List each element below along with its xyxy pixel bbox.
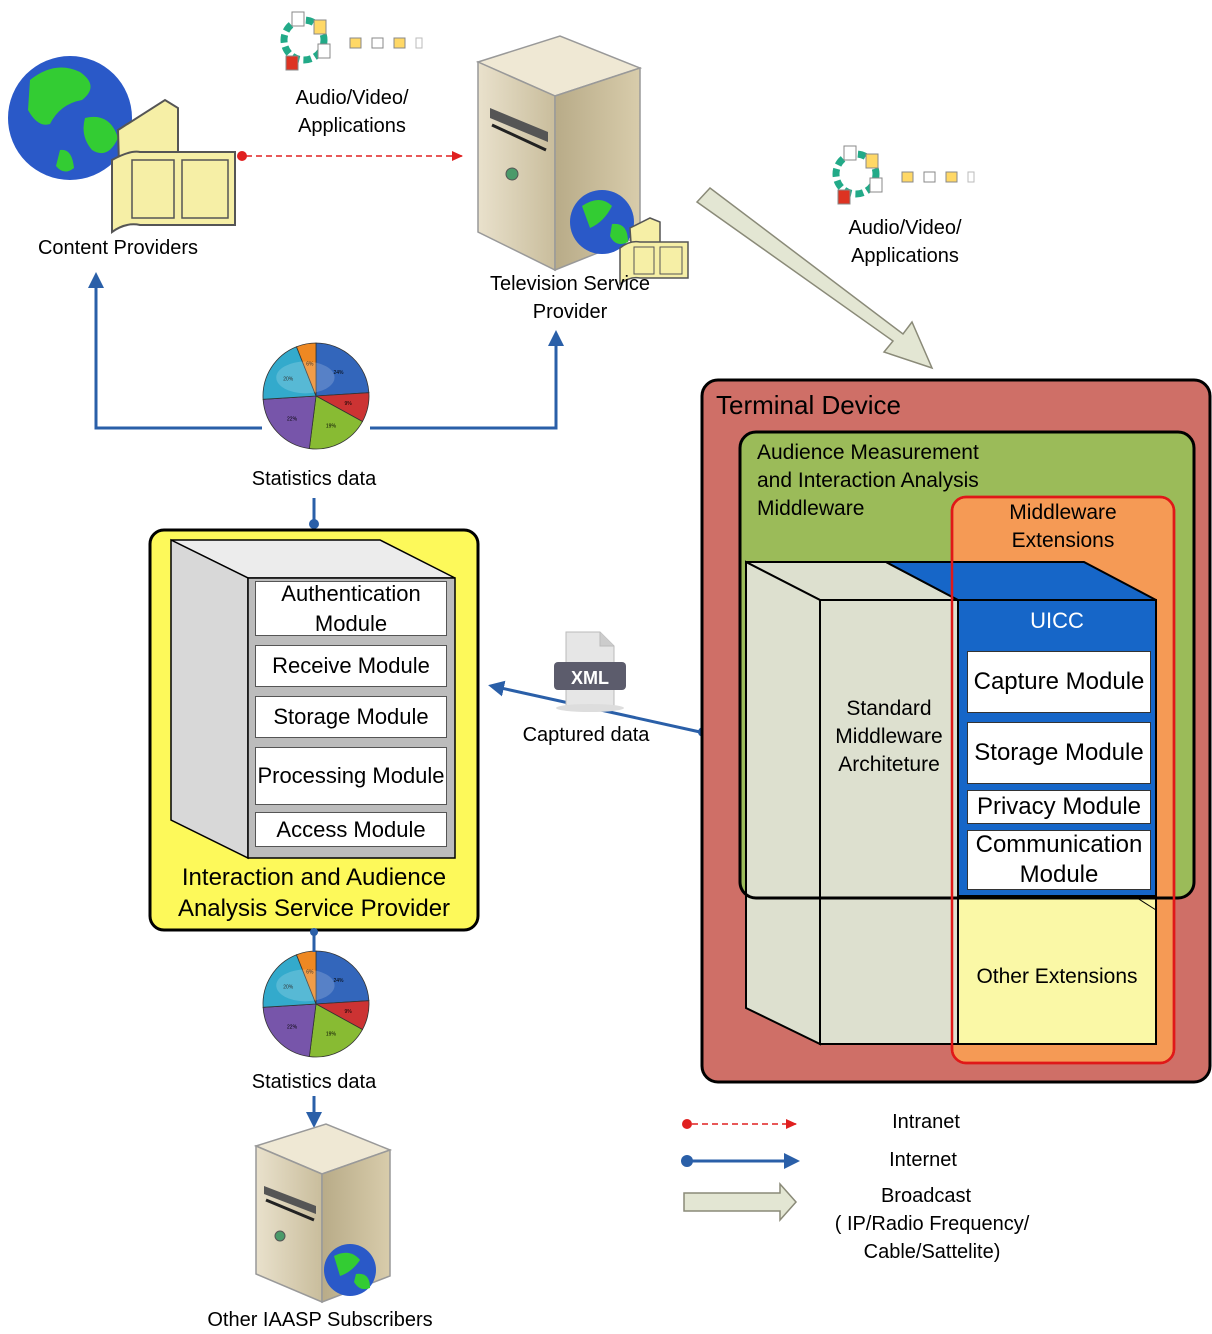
processing-module: Processing Module [255, 747, 447, 805]
stats-bottom-label: Statistics data [251, 1071, 377, 1093]
media-gear-icon-top [280, 11, 423, 71]
pie-slice [315, 950, 370, 1005]
middleware-extensions-outline [950, 495, 1176, 1065]
pie-slice-label: 6% [306, 362, 314, 368]
pie-slice [315, 342, 370, 397]
capture-module: Capture Module [967, 651, 1151, 713]
pie-slice-label: 20% [283, 376, 294, 382]
pie-slice [262, 346, 317, 400]
access-module: Access Module [255, 812, 447, 847]
pie-highlight [276, 361, 335, 394]
legend-broadcast-note: ( IP/Radio Frequency/ Cable/Sattelite) [834, 1213, 1030, 1263]
captured-data-label: Captured data [522, 724, 650, 746]
pie-slice [308, 1003, 363, 1058]
pie-slice [262, 1003, 317, 1058]
xml-label: XML [571, 668, 609, 688]
statistics-pie-top: 24% 9% 19% 22% 20% 6% [262, 342, 370, 450]
communication-module: Communication Module [967, 830, 1151, 890]
statistics-pie-bottom: 24% 9% 19% 22% 20% 6% [262, 950, 370, 1058]
privacy-module: Privacy Module [967, 790, 1151, 824]
pie-slice-label: 22% [287, 1024, 298, 1030]
legend-broadcast-arrow [683, 1182, 798, 1222]
standard-middleware-label: Standard Middleware Architeture [835, 697, 943, 776]
pie-slice [295, 950, 317, 1005]
storage-module-uicc: Storage Module [967, 722, 1151, 784]
audience-middleware-outline [738, 430, 1196, 900]
audience-middleware-label: Audience Measurement and Interaction Ana… [757, 441, 979, 520]
pie-slice-label: 24% [333, 978, 344, 984]
pie-slice [262, 395, 317, 450]
pie-slice-label: 22% [287, 416, 298, 422]
av-apps-right-label: Audio/Video/ Applications [848, 217, 962, 267]
content-providers-label: Content Providers [37, 237, 199, 259]
standard-middleware-block [745, 560, 959, 1046]
pie-slice-label: 6% [306, 970, 314, 976]
av-apps-top-label: Audio/Video/ Applications [295, 87, 409, 137]
pie-slice [295, 342, 317, 397]
internet-dot-iaasp [310, 928, 318, 936]
legend-broadcast-label: Broadcast [880, 1185, 972, 1207]
receive-module: Receive Module [255, 645, 447, 687]
pie-highlight [276, 969, 335, 1002]
legend-intranet-label: Intranet [892, 1111, 960, 1133]
pie-slice-label: 9% [344, 401, 352, 407]
authentication-module: Authentication Module [255, 581, 447, 636]
legend-internet-line [681, 1153, 800, 1169]
pie-slice-label: 9% [344, 1009, 352, 1015]
stats-top-label: Statistics data [251, 468, 377, 490]
legend-intranet-line [682, 1119, 797, 1129]
pie-slice [308, 395, 363, 450]
iaasp-title: Interaction and Audience Analysis Servic… [177, 864, 451, 922]
pie-slice-label: 20% [283, 984, 294, 990]
other-subscribers-label: Other IAASP Subscribers [207, 1309, 433, 1331]
pie-slice-label: 24% [333, 370, 344, 376]
xml-file-icon [554, 631, 626, 712]
tv-provider-label: Television Service Provider [489, 273, 651, 323]
pie-slice [262, 954, 317, 1008]
other-extensions-label: Other Extensions [976, 965, 1138, 988]
internet-dot-top [309, 519, 319, 529]
content-providers-icon [8, 56, 236, 234]
terminal-device-title: Terminal Device [716, 390, 901, 420]
pie-slice-label: 19% [326, 423, 337, 429]
media-gear-icon-right [832, 145, 975, 205]
subscriber-server-icon [253, 1123, 393, 1304]
legend-internet-label: Internet [889, 1149, 957, 1171]
middleware-extensions-label: Middleware Extensions [1009, 501, 1117, 552]
tv-server-icon [475, 35, 689, 286]
broadcast-arrow [695, 186, 934, 370]
uicc-label: UICC [1030, 608, 1084, 633]
pie-slice-label: 19% [326, 1031, 337, 1037]
intranet-arrow-top [237, 151, 463, 161]
storage-module-iaasp: Storage Module [255, 696, 447, 738]
